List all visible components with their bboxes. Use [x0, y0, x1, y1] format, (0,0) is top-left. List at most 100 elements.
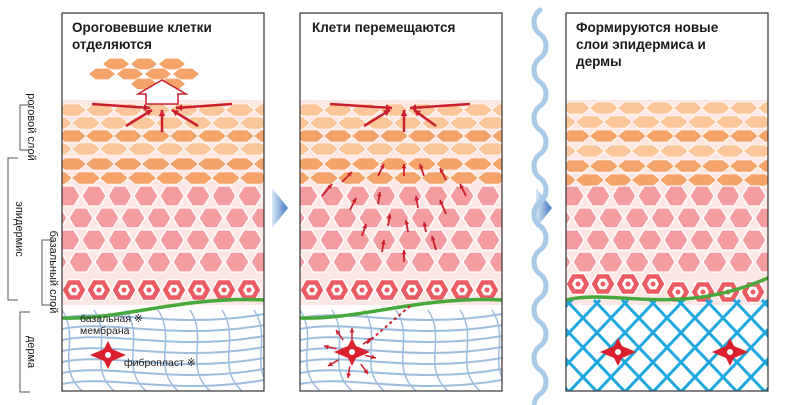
corneum-cell: [602, 173, 634, 187]
basal-cell-nucleus: [650, 281, 656, 287]
panel-migration: Клети перемещаются: [267, 12, 534, 392]
epidermal-cell: [676, 207, 702, 229]
corneum-cell: [98, 142, 130, 156]
corneum-cell: [300, 142, 312, 156]
collagen-fiber: [735, 356, 768, 391]
epidermal-cell: [689, 229, 715, 251]
basal-cell-nucleus: [171, 287, 177, 293]
collagen-fiber: [331, 309, 354, 391]
corneum-row: [300, 171, 534, 185]
epidermal-cell: [449, 185, 475, 207]
epidermal-cell: [488, 251, 502, 273]
shed-cell: [157, 58, 187, 70]
shedding-cells: [87, 58, 201, 90]
panel-shedding-frame: [61, 12, 265, 392]
epidermal-cell: [624, 251, 650, 273]
corneum-cell: [490, 129, 502, 143]
corneum-cell: [742, 173, 768, 187]
corneum-cell: [392, 116, 424, 130]
epidermal-cell: [462, 251, 488, 273]
corneum-row: [566, 115, 768, 129]
epidermal-cell: [384, 251, 410, 273]
epidermal-cell: [689, 185, 715, 207]
fibroblast-nucleus: [349, 349, 355, 355]
corneum-cell: [505, 172, 534, 184]
corneum-cell: [771, 174, 800, 186]
shed-cell: [101, 58, 131, 70]
epidermal-cell: [277, 252, 301, 272]
corneum-cell: [267, 172, 296, 184]
fibroblast-cell-c2: [712, 338, 748, 366]
epidermal-cell: [300, 229, 319, 251]
corneum-cell: [574, 144, 606, 158]
epidermal-cell: [81, 185, 107, 207]
corneum-cell: [434, 157, 466, 171]
corneum-cell: [420, 171, 452, 185]
corneum-cell: [588, 101, 620, 115]
fibroblast-cell-b: [334, 338, 370, 366]
corneum-cell: [336, 142, 368, 156]
label-stratum-corneum: роговой слой: [25, 93, 37, 160]
collagen-fiber: [300, 346, 502, 355]
upward-outline-arrow: [135, 79, 189, 105]
collagen-fiber: [592, 298, 683, 391]
collagen-fiber: [62, 335, 264, 344]
next-step-arrow-2: [536, 188, 552, 228]
corneum-row: [300, 129, 502, 143]
corneum-cell: [210, 116, 242, 130]
corneum-cell: [686, 173, 718, 187]
basal-cell-nucleus: [196, 287, 202, 293]
migration-arrow: [175, 102, 233, 111]
label-epidermis-box: эпидермис: [7, 157, 25, 301]
epidermal-cell: [159, 229, 185, 251]
panel-shedding-title-line2: отделяются: [72, 37, 152, 52]
epidermal-cell: [211, 229, 237, 251]
epidermal-cell: [663, 229, 689, 251]
corneum-cell: [364, 142, 396, 156]
corneum-cell: [616, 101, 648, 115]
fibroblast-cell-a: [90, 341, 126, 369]
epidermal-cell: [306, 207, 332, 229]
corneum-row: [300, 157, 502, 171]
epidermal-cell: [306, 251, 332, 273]
basal-cell-nucleus: [146, 287, 152, 293]
basement-membrane: [62, 297, 264, 320]
epidermal-cell: [300, 252, 306, 272]
epidermal-cell: [319, 229, 345, 251]
migration-arrow: [125, 108, 153, 128]
corneum-cell: [126, 171, 158, 185]
migration-arrow: [327, 359, 340, 367]
corneum-cell: [182, 171, 214, 185]
epidermal-cell: [585, 185, 611, 207]
epidermal-cell: [30, 186, 54, 206]
epidermal-cell: [501, 194, 502, 198]
migration-arrow: [413, 108, 437, 128]
corneum-cell: [672, 101, 704, 115]
corneum-cell: [267, 104, 296, 116]
collagen-fiber: [732, 298, 768, 339]
basement-membrane: [566, 276, 768, 302]
corneum-cell: [672, 129, 704, 143]
corneum-row: [566, 144, 768, 158]
migration-arrow: [376, 191, 382, 205]
corneum-cell: [566, 173, 578, 187]
basal-cells: [300, 278, 500, 302]
next-step-arrow-1: [272, 188, 288, 228]
shed-cell: [143, 68, 173, 80]
epidermal-cell: [741, 185, 767, 207]
epidermal-cell: [120, 207, 146, 229]
corneum-cell: [267, 117, 296, 129]
corneum-cell: [714, 115, 746, 129]
basal-cell-nucleus: [675, 289, 681, 295]
corneum-cell: [224, 103, 256, 117]
collagen-fibers: [300, 309, 502, 391]
corneum-cell: [728, 159, 760, 173]
corneum-cell: [210, 171, 242, 185]
corneum-cell: [224, 129, 256, 143]
migration-arrow: [362, 337, 373, 345]
epidermal-cell: [185, 229, 211, 251]
corneum-cell: [300, 171, 312, 185]
panel-new-layers-frame: [565, 12, 769, 392]
shed-cell: [87, 68, 117, 80]
corneum-cell: [566, 144, 578, 158]
